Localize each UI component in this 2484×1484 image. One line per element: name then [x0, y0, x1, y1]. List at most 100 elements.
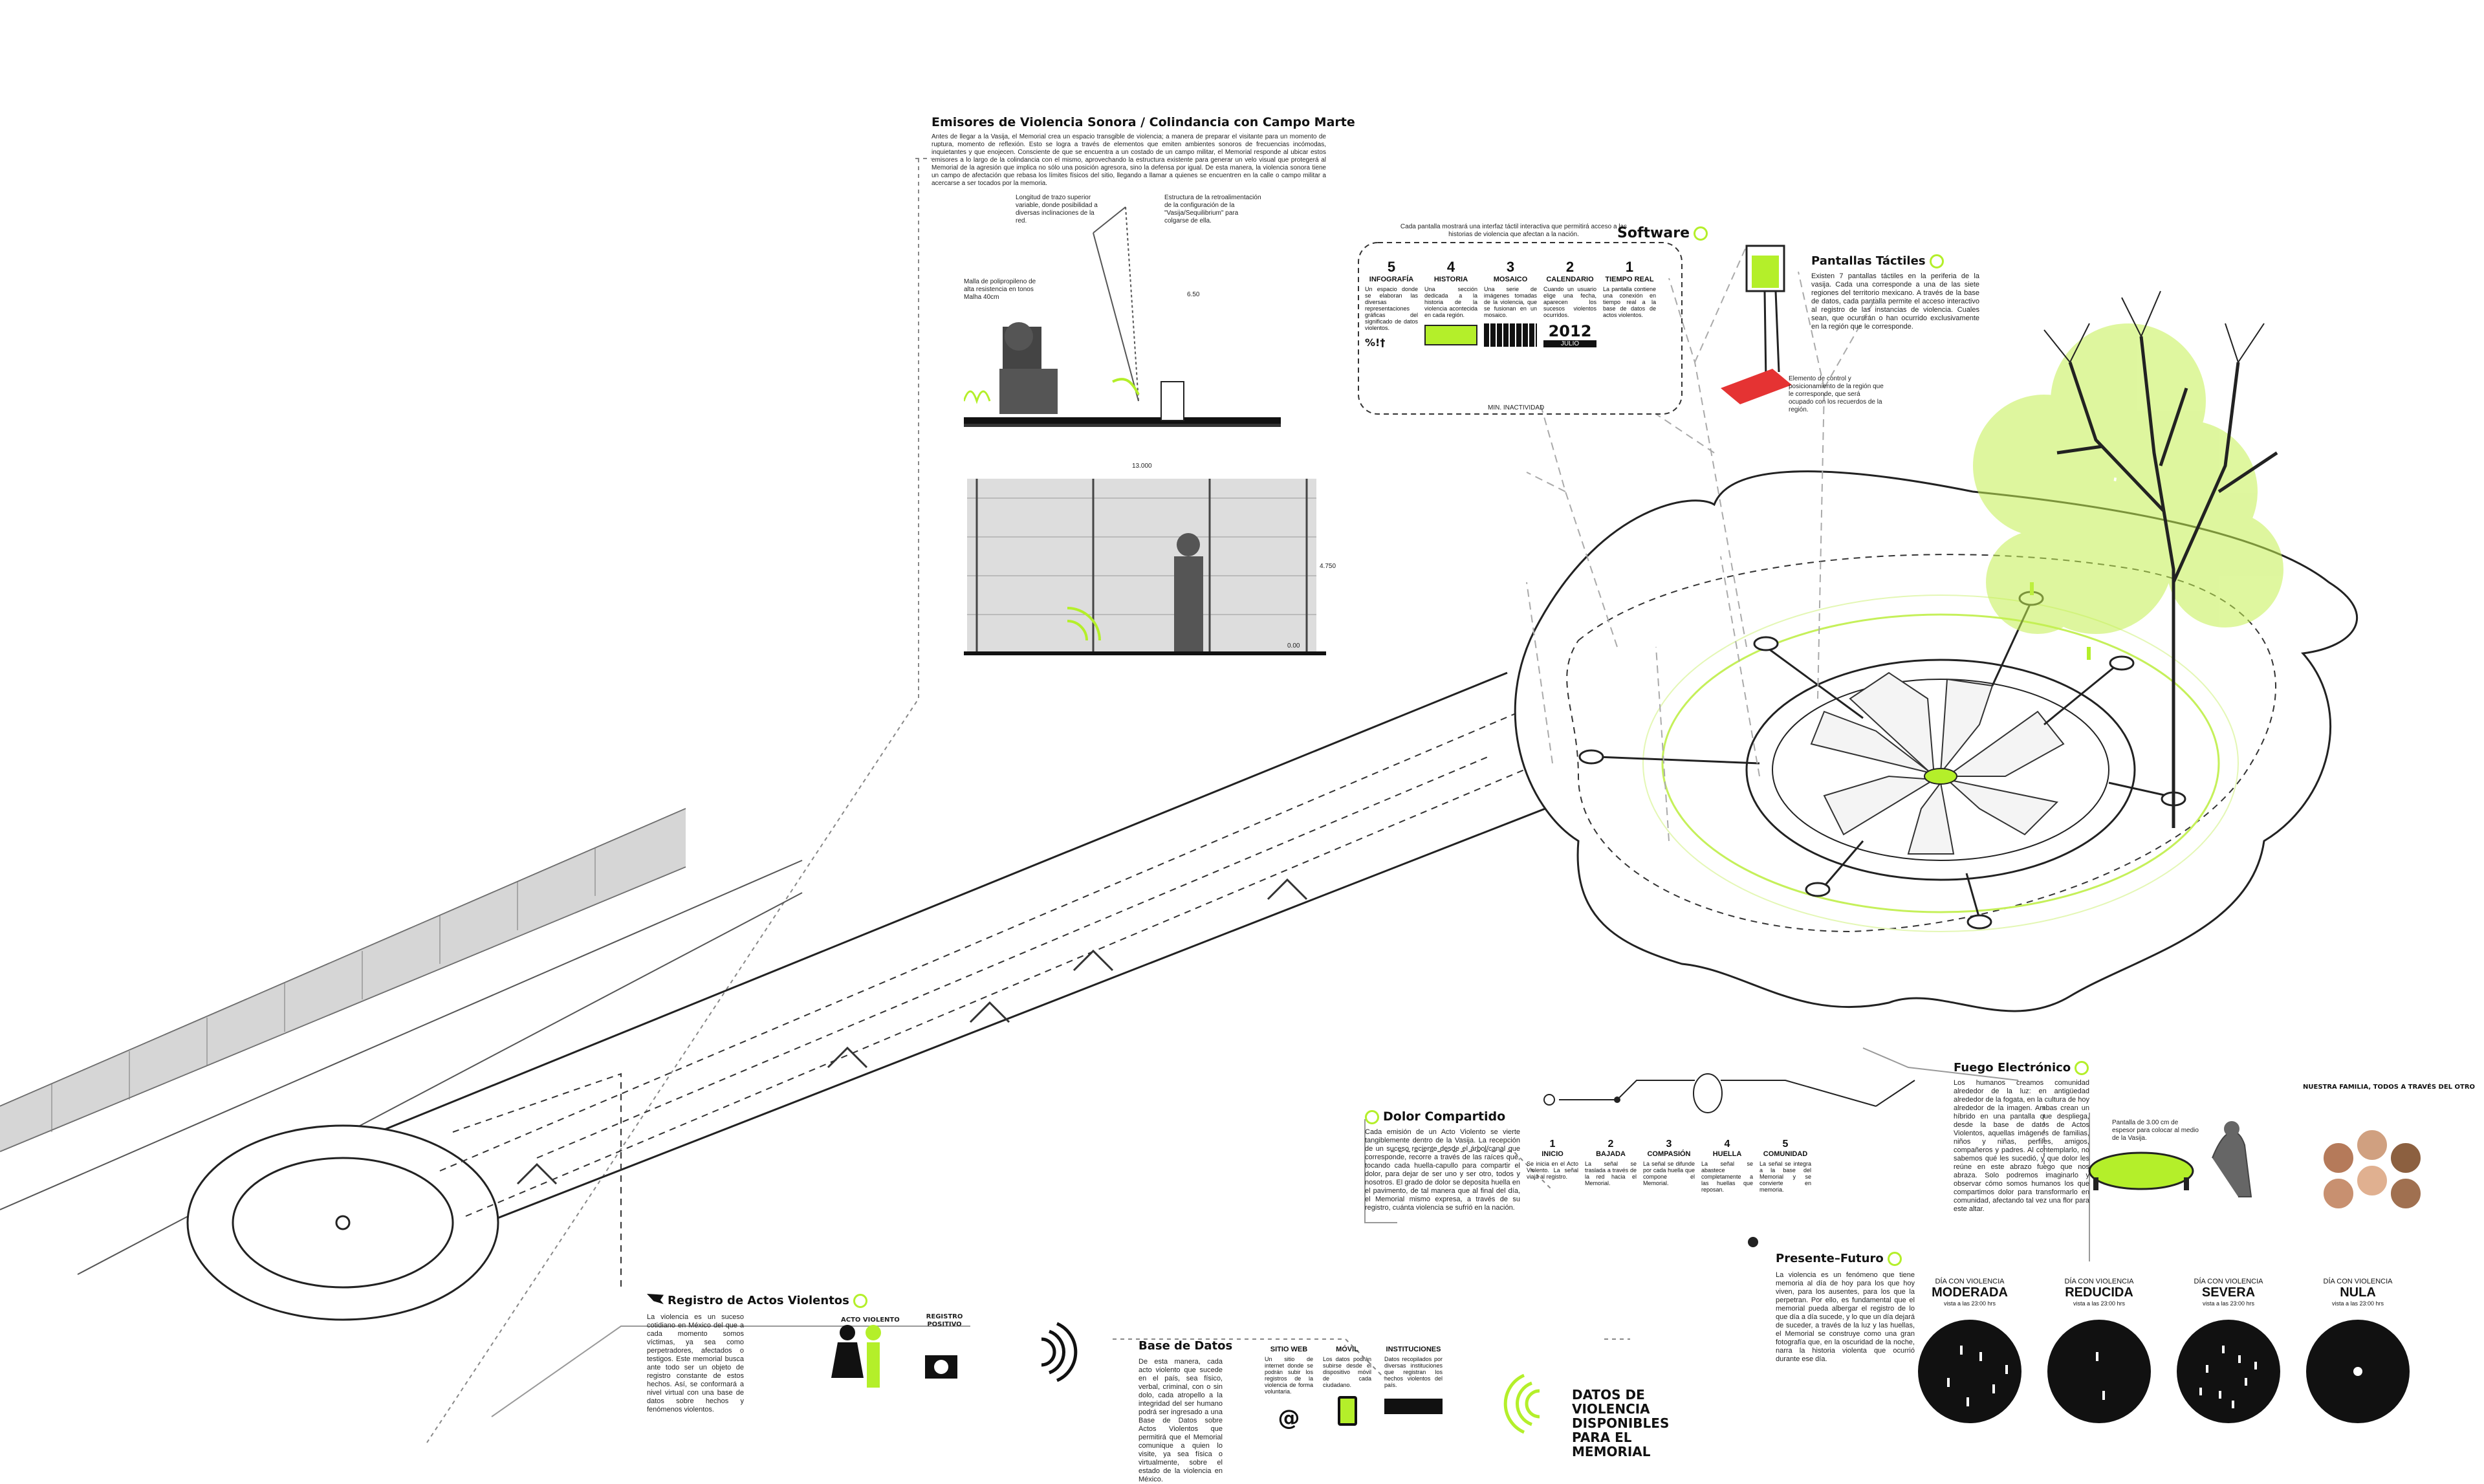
presente-title: Presente–Futuro	[1776, 1252, 1884, 1265]
fence-svg	[964, 479, 1326, 655]
at-icon: @	[1278, 1405, 1300, 1431]
software-title-text: Software	[1617, 225, 1690, 241]
signal-icon	[1929, 254, 1944, 268]
step-num: 1	[1549, 1139, 1556, 1150]
signal-icon	[853, 1294, 867, 1308]
software-col-4[interactable]: 4 HISTORIA Una sección dedicada a la his…	[1424, 259, 1477, 345]
signal-icon	[1694, 226, 1708, 241]
base-panel: Base de Datos De esta manera, cada acto …	[1138, 1339, 1233, 1484]
level-key: DÍA CON VIOLENCIA	[2323, 1278, 2393, 1285]
level-value: MODERADA	[1932, 1285, 2008, 1300]
step-label: HUELLA	[1712, 1150, 1742, 1158]
family-photo	[2322, 1142, 2355, 1174]
pantallas-title: Pantallas Táctiles	[1811, 254, 1926, 268]
col-text: Una sección dedicada a la historia de la…	[1424, 286, 1477, 318]
phone-icon	[1337, 1396, 1357, 1426]
history-screen-icon	[1424, 325, 1477, 345]
step-text: La señal se difunde por cada huella que …	[1643, 1161, 1695, 1186]
col-text: Una serie de imágenes tomadas de la viol…	[1484, 286, 1537, 318]
base-title: Base de Datos	[1138, 1339, 1233, 1353]
family-photo	[2390, 1177, 2422, 1210]
fuego-text: Los humanos creamos comunidad alrededor …	[1954, 1079, 2089, 1213]
software-col-3[interactable]: 3 MOSAICO Una serie de imágenes tomadas …	[1484, 259, 1537, 347]
software-col-1[interactable]: 1 TIEMPO REAL La pantalla contiene una c…	[1603, 259, 1656, 318]
step-text: La señal se integra a la base del Memori…	[1760, 1161, 1811, 1193]
col-num: 5	[1387, 259, 1396, 275]
step-text: La señal se traslada a través de la red …	[1585, 1161, 1637, 1186]
col-text: La pantalla contiene una conexión en tie…	[1603, 286, 1656, 318]
emisores-text: Antes de llegar a la Vasija, el Memorial…	[932, 133, 1326, 187]
people-icons	[831, 1325, 957, 1388]
presente-panel: Presente–Futuro La violencia es un fenóm…	[1776, 1252, 1915, 1364]
dim-a: 6.50	[1187, 291, 1200, 298]
col-num: 1	[1625, 259, 1634, 275]
software-col-2[interactable]: 2 CALENDARIO Cuando un usuario elige una…	[1543, 259, 1596, 347]
label-acto-violento: ACTO VIOLENTO	[841, 1316, 900, 1324]
step-num: 2	[1607, 1139, 1614, 1150]
software-footer: MIN. INACTIVIDAD	[1488, 404, 1545, 411]
source-text: Un sitio de internet donde se podrán sub…	[1265, 1356, 1313, 1395]
level-time: vista a las 23:00 hrs	[2202, 1300, 2255, 1307]
pantallas-text: Existen 7 pantallas táctiles en la perif…	[1811, 272, 1979, 331]
dolor-text: Cada emisión de un Acto Violento se vier…	[1365, 1128, 1520, 1212]
col-num: 4	[1446, 259, 1455, 275]
col-label: INFOGRAFÍA	[1369, 276, 1414, 283]
touch-screen-drawing	[1721, 245, 1792, 404]
software-intro: Cada pantalla mostrará una interfaz táct…	[1397, 223, 1630, 239]
level-value: NULA	[2340, 1285, 2376, 1300]
dim-d: 0.00	[1287, 642, 1300, 649]
label-registro-positivo: REGISTRO POSITIVO	[926, 1313, 963, 1328]
pantallas-panel: Pantallas Táctiles Existen 7 pantallas t…	[1811, 254, 1979, 331]
section-svg	[963, 206, 1281, 427]
col-label: TIEMPO REAL	[1605, 276, 1654, 283]
level-value: SEVERA	[2201, 1285, 2256, 1300]
stat-icon: %!†	[1365, 336, 1386, 349]
software-col-5[interactable]: 5 INFOGRAFÍA Un espacio donde se elabora…	[1365, 259, 1418, 349]
calendar-month: JULIO	[1543, 340, 1596, 347]
level-key: DÍA CON VIOLENCIA	[2194, 1278, 2263, 1285]
flow-diagram	[1543, 1073, 1915, 1113]
level-key: DÍA CON VIOLENCIA	[1935, 1278, 2005, 1285]
base-output: DATOS DE VIOLENCIA DISPONIBLES PARA EL M…	[1572, 1387, 1670, 1459]
dim-b: 13.000	[1132, 463, 1152, 470]
fence-drawing: 13.000 4.750 0.00	[964, 459, 1336, 666]
source-label: MÓVIL	[1336, 1346, 1358, 1353]
family-photo	[2356, 1129, 2388, 1161]
software-columns: 5 INFOGRAFÍA Un espacio donde se elabora…	[1365, 259, 1675, 408]
institution-icon	[1384, 1399, 1443, 1414]
note-b: Estructura de la retroalimentación de la…	[1164, 194, 1261, 224]
step-label: INICIO	[1542, 1150, 1563, 1158]
registro-text: La violencia es un suceso cotidiano en M…	[647, 1313, 744, 1413]
family-photos	[2322, 1129, 2426, 1232]
step-text: La señal se abastece completamente a las…	[1701, 1161, 1753, 1193]
col-num: 2	[1565, 259, 1574, 275]
col-text: Cuando un usuario elige una fecha, apare…	[1543, 286, 1596, 318]
mosaic-icon	[1484, 323, 1537, 347]
source-instituciones: INSTITUCIONES Datos recopilados por dive…	[1384, 1346, 1443, 1414]
mexico-map-icon	[647, 1294, 664, 1304]
step-num: 3	[1666, 1139, 1672, 1150]
level-time: vista a las 23:00 hrs	[1943, 1300, 1996, 1307]
emisores-title: Emisores de Violencia Sonora / Colindanc…	[932, 115, 1355, 129]
step-label: BAJADA	[1596, 1150, 1626, 1158]
dolor-title: Dolor Compartido	[1383, 1109, 1506, 1124]
wifi-output-icon	[1503, 1373, 1540, 1434]
signal-icon	[1365, 1109, 1379, 1124]
source-label: SITIO WEB	[1270, 1346, 1308, 1353]
col-label: MOSAICO	[1493, 276, 1528, 283]
col-label: CALENDARIO	[1546, 276, 1594, 283]
presente-text: La violencia es un fenómeno que tiene me…	[1776, 1271, 1915, 1363]
source-movil: MÓVIL Los datos podrán subirse desde el …	[1323, 1346, 1371, 1426]
vasija	[1745, 659, 2136, 881]
familia-title: NUESTRA FAMILIA, TODOS A TRAVÉS DEL OTRO	[2303, 1084, 2476, 1091]
step-label: COMPASIÓN	[1647, 1150, 1691, 1158]
step-label: COMUNIDAD	[1763, 1150, 1808, 1158]
level-key: DÍA CON VIOLENCIA	[2064, 1278, 2134, 1285]
